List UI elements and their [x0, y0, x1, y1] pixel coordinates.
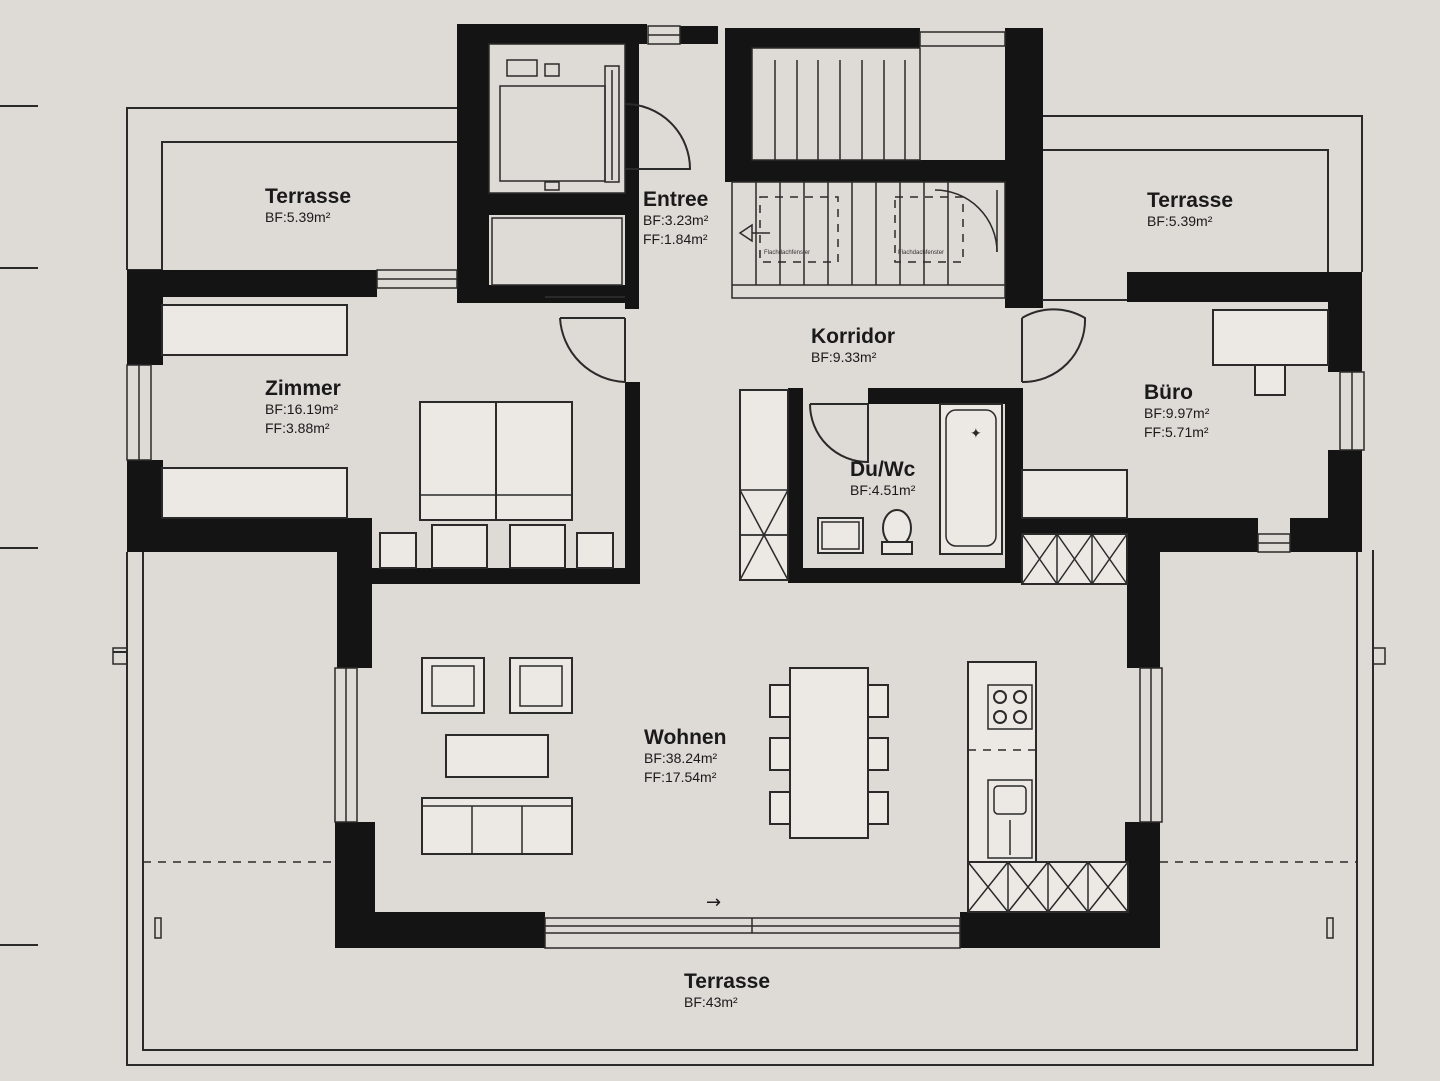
- entree-bf: BF:3.23m²: [643, 212, 709, 228]
- elevator: [488, 43, 626, 286]
- wohnen-bf: BF:38.24m²: [644, 750, 717, 766]
- buero-ff: FF:5.71m²: [1144, 424, 1209, 440]
- windows: [126, 25, 1365, 949]
- room-labels: Terrasse BF:5.39m² Terrasse BF:5.39m² En…: [265, 185, 1233, 1010]
- svg-text:✦: ✦: [970, 426, 982, 442]
- zimmer-bf: BF:16.19m²: [265, 401, 338, 417]
- korridor-name: Korridor: [811, 325, 895, 348]
- doors: [545, 103, 1127, 464]
- terrace-right-bf: BF:5.39m²: [1147, 213, 1213, 229]
- bathroom-fixtures: ✦: [739, 389, 1003, 581]
- stair-label-left: Flachdachfenster: [764, 250, 810, 256]
- entree-name: Entree: [643, 188, 708, 211]
- buero-furniture: [1021, 309, 1329, 585]
- wohnen-ff: FF:17.54m²: [644, 769, 717, 785]
- terrace-left-name: Terrasse: [265, 185, 351, 208]
- terrace-bottom-name: Terrasse: [684, 970, 770, 993]
- duwc-name: Du/Wc: [850, 458, 916, 481]
- entry-arrow: →: [706, 892, 721, 913]
- living-furniture: [421, 657, 889, 855]
- korridor-bf: BF:9.33m²: [811, 349, 877, 365]
- terrace-right-outline: [1042, 115, 1363, 272]
- kitchen: [967, 661, 1129, 913]
- walls: [127, 24, 1362, 948]
- terrace-bottom-bf: BF:43m²: [684, 994, 738, 1010]
- staircase: [731, 47, 1006, 299]
- terrace-bottom-outline: [112, 550, 1386, 1066]
- buero-name: Büro: [1144, 381, 1193, 404]
- terrace-left-bf: BF:5.39m²: [265, 209, 331, 225]
- terrace-right-name: Terrasse: [1147, 189, 1233, 212]
- zimmer-ff: FF:3.88m²: [265, 420, 330, 436]
- entree-ff: FF:1.84m²: [643, 231, 708, 247]
- zimmer-furniture: [161, 304, 614, 569]
- buero-bf: BF:9.97m²: [1144, 405, 1210, 421]
- duwc-bf: BF:4.51m²: [850, 482, 916, 498]
- zimmer-name: Zimmer: [265, 377, 341, 400]
- wohnen-name: Wohnen: [644, 726, 726, 749]
- margin-ticks: [0, 105, 38, 946]
- stair-label-right: Flachdachfenster: [898, 250, 944, 256]
